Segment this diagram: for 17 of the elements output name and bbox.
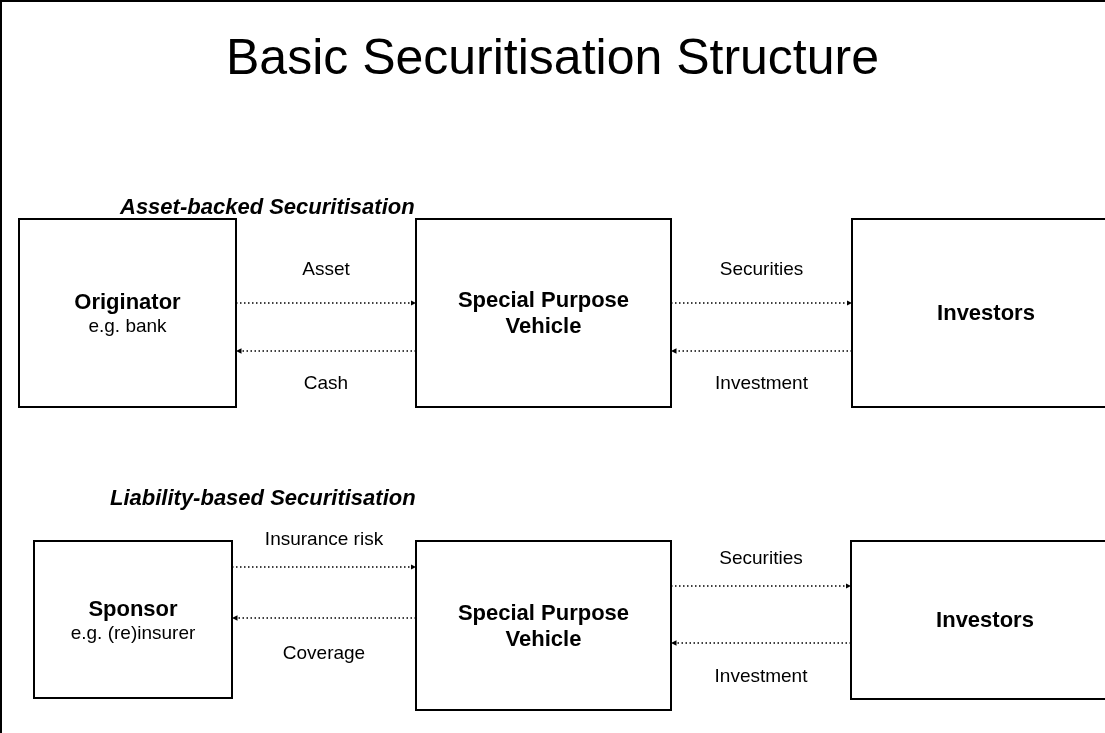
node-title: Special Purpose Vehicle bbox=[456, 287, 631, 339]
process-box bbox=[850, 540, 1105, 700]
section-heading: Liability-based Securitisation bbox=[110, 485, 416, 511]
node-subtitle: e.g. (re)insurer bbox=[70, 621, 196, 644]
process-box bbox=[415, 218, 672, 408]
node-title: Investors bbox=[936, 607, 1034, 633]
node-title: Investors bbox=[937, 300, 1035, 326]
process-box bbox=[851, 218, 1105, 408]
node-title: Originator bbox=[74, 289, 181, 315]
node-title: Special Purpose Vehicle bbox=[456, 599, 631, 652]
node-title: Sponsor bbox=[88, 595, 178, 622]
diagram-title: Basic Securitisation Structure bbox=[225, 28, 880, 86]
section-heading: Asset-backed Securitisation bbox=[120, 194, 415, 220]
process-box bbox=[18, 218, 237, 408]
process-box bbox=[415, 540, 672, 711]
node-subtitle: e.g. bank bbox=[88, 315, 167, 337]
process-box bbox=[33, 540, 233, 699]
